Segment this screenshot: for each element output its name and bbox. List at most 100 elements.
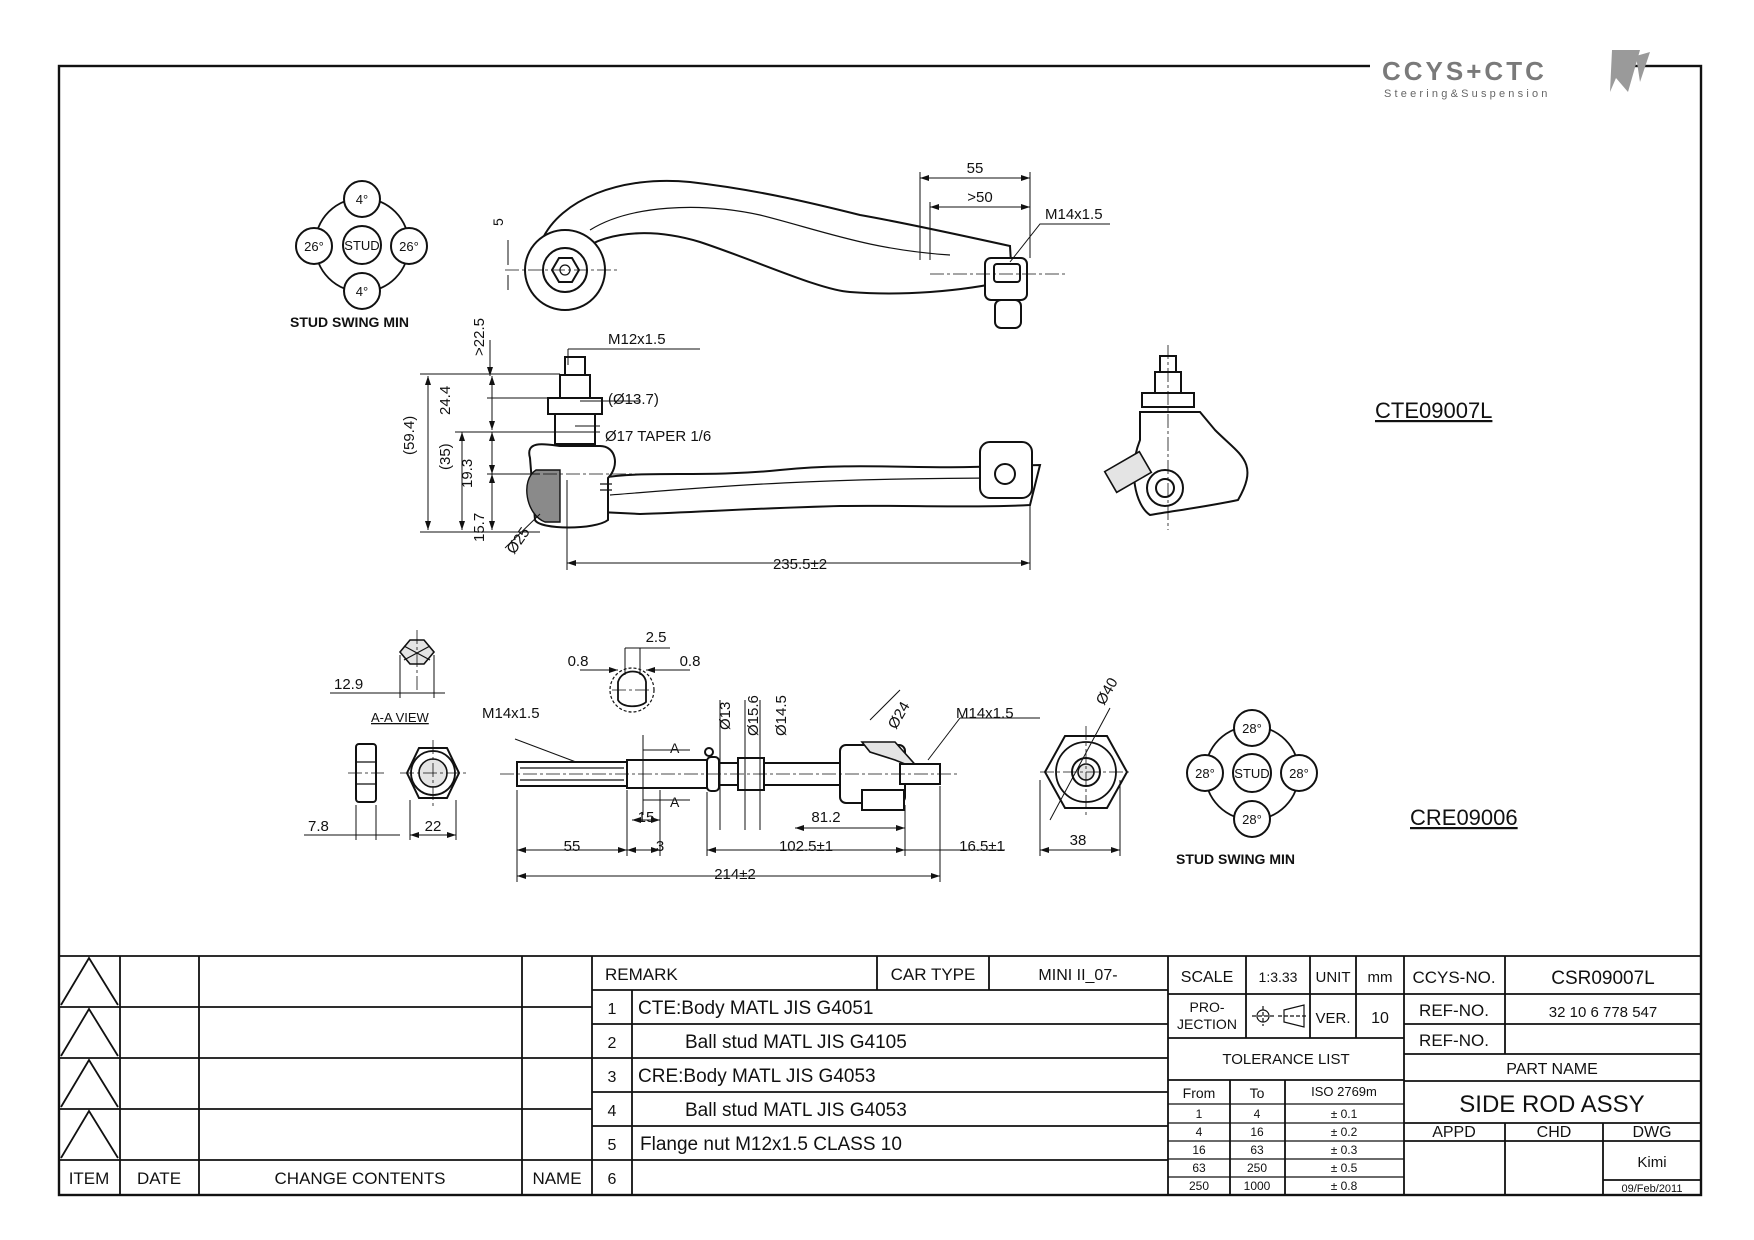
dim-55-rod: 55 <box>564 838 581 855</box>
ccys-no-label: CCYS-NO. <box>1412 968 1495 987</box>
dim-dia24: Ø24 <box>885 699 914 732</box>
dim-3: 3 <box>656 838 664 855</box>
dim-dia145: Ø14.5 <box>773 695 790 736</box>
inner-rod-detail-circle <box>609 667 655 713</box>
dim-35: (35) <box>437 443 454 470</box>
tol-header-from: From <box>1183 1085 1216 1101</box>
ball-housing-end-view <box>1039 707 1132 856</box>
projection-label-1: PRO- <box>1190 999 1225 1015</box>
tol-header-to: To <box>1250 1085 1265 1101</box>
part-name-label: PART NAME <box>1506 1061 1598 1078</box>
ref-no2-label: REF-NO. <box>1419 1031 1489 1050</box>
revision-triangle-icon <box>60 1109 119 1159</box>
dim-157: 15.7 <box>471 513 488 542</box>
dim-m14-rod-left: M14x1.5 <box>482 705 540 722</box>
dim-dia40: Ø40 <box>1093 675 1122 708</box>
chd-label: CHD <box>1537 1124 1572 1141</box>
tol-to-5: 1000 <box>1244 1179 1271 1193</box>
remark-text-3: CRE:Body MATL JIS G4053 <box>638 1066 876 1087</box>
tol-to-3: 63 <box>1250 1143 1264 1157</box>
swing-top-caption: STUD SWING MIN <box>290 314 409 330</box>
tie-rod-plan-view <box>505 179 1065 329</box>
unit-value: mm <box>1368 969 1393 986</box>
dim-dia13: Ø13 <box>717 702 734 730</box>
section-a-bottom: A <box>670 794 680 810</box>
dim-taper: Ø17 TAPER 1/6 <box>605 428 711 445</box>
dim-22: 22 <box>425 818 442 835</box>
rev-header-name: NAME <box>532 1169 581 1188</box>
company-logo: CCYS+CTC Steering&Suspension <box>1370 50 1650 100</box>
dim-m14-rod-right: M14x1.5 <box>956 705 1014 722</box>
remark-no-6: 6 <box>608 1171 617 1188</box>
swing-bottom-left: 28° <box>1195 766 1215 781</box>
swing-top-bottom: 4° <box>356 284 368 299</box>
stud-swing-diagram-top <box>295 180 428 310</box>
third-angle-projection-icon <box>1252 1004 1308 1028</box>
tol-val-4: ± 0.5 <box>1331 1161 1358 1175</box>
dim-38: 38 <box>1070 832 1087 849</box>
tol-from-4: 63 <box>1192 1161 1206 1175</box>
nut-front-view <box>400 740 466 806</box>
swing-top-right: 26° <box>399 239 419 254</box>
appd-label: APPD <box>1432 1124 1476 1141</box>
dim-55-top: 55 <box>967 160 984 177</box>
projection-label-2: JECTION <box>1177 1016 1237 1032</box>
dim-812: 81.2 <box>811 809 840 826</box>
dim-214: 214±2 <box>714 866 756 883</box>
tol-to-2: 16 <box>1250 1125 1264 1139</box>
remark-no-5: 5 <box>608 1137 617 1154</box>
tol-from-5: 250 <box>1189 1179 1209 1193</box>
swing-bottom-right: 28° <box>1289 766 1309 781</box>
rev-header-item: ITEM <box>69 1169 110 1188</box>
ref-no-value: 32 10 6 778 547 <box>1549 1004 1657 1021</box>
tol-val-1: ± 0.1 <box>1331 1107 1358 1121</box>
dim-78: 7.8 <box>308 818 329 835</box>
inner-rod-main-view <box>500 741 960 811</box>
dim-dia25: Ø25 <box>503 524 533 557</box>
remark-label: REMARK <box>605 965 678 984</box>
revision-triangle-icons <box>60 956 119 1159</box>
dim-1025: 102.5±1 <box>779 838 833 855</box>
tol-val-3: ± 0.3 <box>1331 1143 1358 1157</box>
aa-section-view <box>330 630 445 698</box>
dim-gt225: >22.5 <box>471 318 488 356</box>
title-block-grid <box>59 955 1701 1195</box>
dim-594: (59.4) <box>401 416 418 455</box>
dim-08b: 0.8 <box>680 653 701 670</box>
tol-from-1: 1 <box>1196 1107 1203 1121</box>
rev-header-date: DATE <box>137 1169 181 1188</box>
dim-129: 12.9 <box>334 676 363 693</box>
car-type-label: CAR TYPE <box>891 965 976 984</box>
remark-text-5: Flange nut M12x1.5 CLASS 10 <box>640 1134 902 1155</box>
remark-no-4: 4 <box>608 1103 617 1120</box>
swing-bottom-caption: STUD SWING MIN <box>1176 851 1295 867</box>
tol-to-1: 4 <box>1254 1107 1261 1121</box>
tol-from-2: 4 <box>1196 1125 1203 1139</box>
stud-swing-diagram-bottom <box>1186 709 1318 838</box>
dim-15: 15 <box>638 809 655 826</box>
ccys-no-value: CSR09007L <box>1551 968 1655 989</box>
tol-to-4: 250 <box>1247 1161 1267 1175</box>
swing-top-top: 4° <box>356 192 368 207</box>
dim-tol5: 5 <box>490 218 506 226</box>
dim-2355: 235.5±2 <box>773 556 827 573</box>
remark-text-4: Ball stud MATL JIS G4053 <box>685 1100 907 1121</box>
tol-from-3: 16 <box>1192 1143 1206 1157</box>
logo-emblem-icon <box>1610 50 1650 92</box>
tie-rod-end-view <box>1103 345 1249 530</box>
dim-m14-top: M14x1.5 <box>1045 206 1103 223</box>
side-view-dimension-lines <box>420 340 1031 570</box>
dim-gt50: >50 <box>967 189 992 206</box>
plan-dimension-lines <box>507 172 1110 290</box>
remark-text-2: Ball stud MATL JIS G4105 <box>685 1032 907 1053</box>
drawing-date: 09/Feb/2011 <box>1622 1183 1683 1195</box>
drawn-by: Kimi <box>1637 1154 1666 1171</box>
ver-value: 10 <box>1371 1010 1389 1027</box>
dim-08a: 0.8 <box>568 653 589 670</box>
scale-value: 1:3.33 <box>1259 969 1298 985</box>
dwg-label: DWG <box>1632 1124 1671 1141</box>
ref-no-label: REF-NO. <box>1419 1001 1489 1020</box>
tol-val-2: ± 0.2 <box>1331 1125 1358 1139</box>
tie-rod-side-view <box>520 356 1042 529</box>
remark-text-1: CTE:Body MATL JIS G4051 <box>638 998 873 1019</box>
